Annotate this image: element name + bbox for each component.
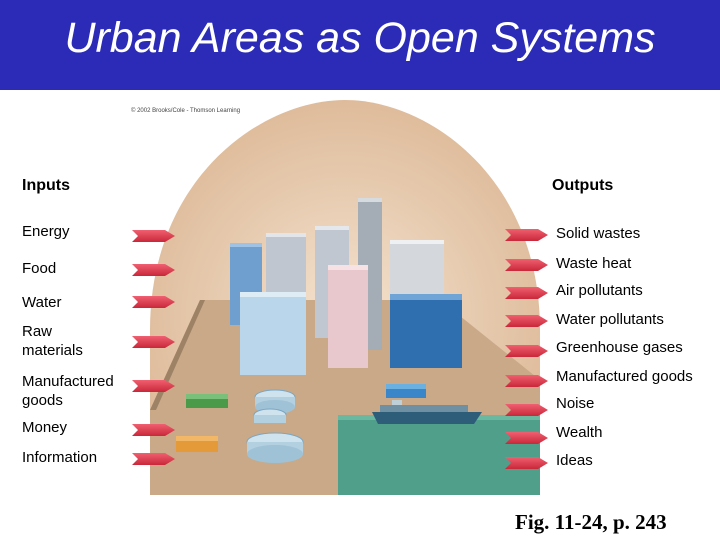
inputs-header: Inputs (22, 177, 70, 194)
output-label-water-pollutants: Water pollutants (556, 311, 664, 328)
output-label-solid-wastes: Solid wastes (556, 225, 641, 242)
slide-title: Urban Areas as Open Systems (64, 14, 656, 62)
figure-caption: Fig. 11-24, p. 243 (515, 510, 667, 534)
building-blue-right (390, 294, 462, 368)
input-label-manufactured-goods: Manufactured goods (22, 373, 114, 409)
output-label-manufactured-goods: Manufactured goods (556, 368, 693, 385)
title-bar (0, 0, 720, 90)
building-pink-tall (328, 265, 368, 368)
output-label-air-pollutants: Air pollutants (556, 282, 643, 299)
cargo-ship (372, 400, 482, 424)
input-label-information: Information (22, 449, 98, 466)
output-label-waste-heat: Waste heat (556, 255, 632, 272)
building-lightblue-front (240, 292, 306, 375)
input-label-energy: Energy (22, 223, 70, 240)
copyright-notice: © 2002 Brooks/Cole - Thomson Learning (131, 108, 241, 114)
orange-block (176, 440, 218, 452)
tower-right-back (390, 240, 444, 302)
blue-block (386, 388, 426, 398)
input-arrows (132, 230, 175, 465)
output-label-wealth: Wealth (556, 424, 603, 441)
output-label-ideas: Ideas (556, 452, 593, 469)
input-label-water: Water (22, 294, 62, 311)
city-illustration (132, 100, 548, 495)
output-arrows (505, 229, 548, 469)
storage-tanks (246, 389, 304, 463)
input-label-raw-materials: Raw materials (22, 323, 83, 359)
water-area (338, 415, 540, 495)
input-label-food: Food (22, 260, 57, 277)
output-label-greenhouse-gases: Greenhouse gases (556, 339, 683, 356)
outputs-header: Outputs (552, 177, 614, 194)
green-block (186, 398, 228, 408)
output-label-noise: Noise (556, 395, 595, 412)
input-label-money: Money (22, 419, 68, 436)
